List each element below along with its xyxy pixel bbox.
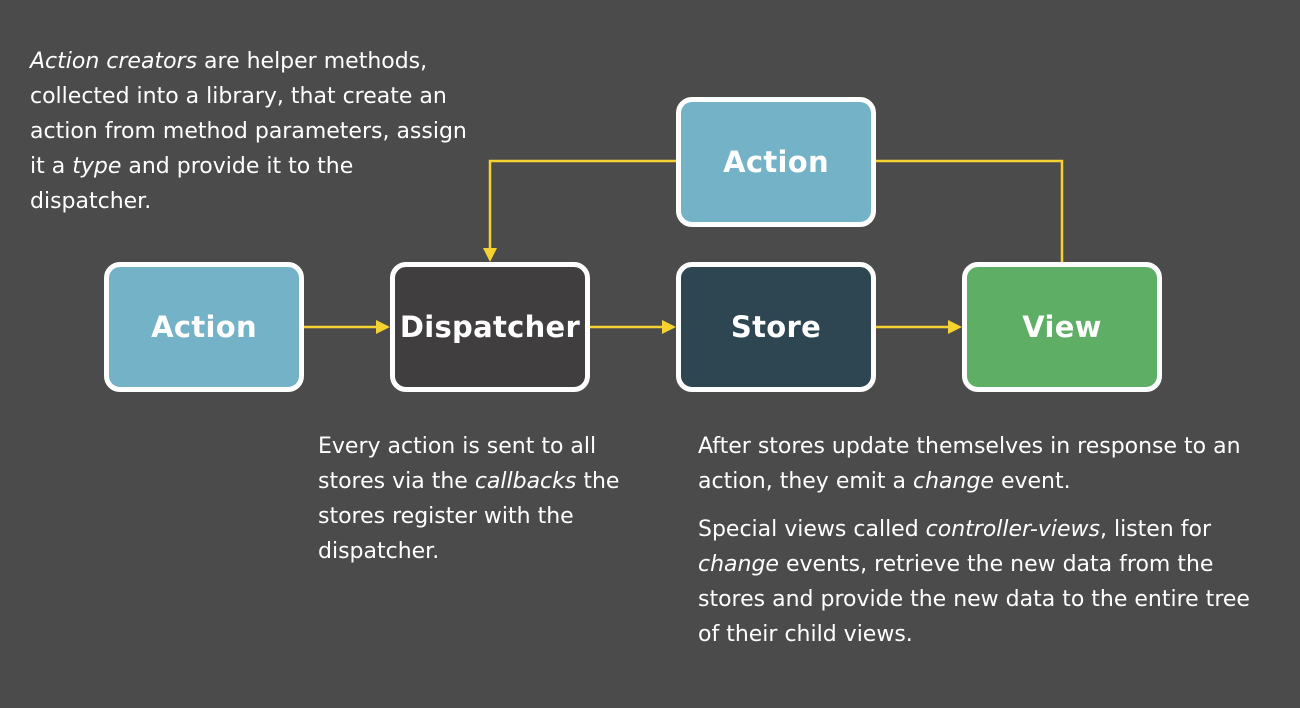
arrowhead-action-to-dispatcher [376,320,390,334]
store-note: After stores update themselves in respon… [698,429,1278,652]
callbacks-emphasis: callbacks [474,469,577,494]
arrow-action-top-to-dispatcher [488,159,676,250]
arrowhead-store-to-view [948,320,962,334]
controller-views-text-3: events, retrieve the new data from the s… [698,552,1250,647]
dispatcher-label: Dispatcher [399,310,581,344]
type-emphasis: type [72,154,122,179]
controller-views-text-1: Special views called [698,517,926,542]
dispatcher-note-text-1: Every action is sent to all stores via t… [318,434,597,494]
action-top-node: Action [676,97,876,227]
arrowhead-dispatcher-to-store [662,320,676,334]
arrowhead-action-top-to-dispatcher [483,248,497,262]
view-node: View [962,262,1162,392]
store-label: Store [730,310,822,344]
dispatcher-note-text-2: the stores register with the dispatcher. [318,469,620,564]
store-note-text-1: After stores update themselves in respon… [698,434,1241,494]
change-events-emphasis: change [698,552,779,577]
action-creators-text-1: are helper methods, collected into a lib… [30,49,467,179]
action-label: Action [151,310,257,344]
controller-views-emphasis: controller-views [925,517,1100,542]
store-node: Store [676,262,876,392]
view-label: View [1022,310,1102,344]
action-creators-text-2: and provide it to the dispatcher. [30,154,354,214]
action-node: Action [104,262,304,392]
controller-views-text-2: , listen for [1099,517,1211,542]
action-creators-note: Action creators are helper methods, coll… [30,44,470,219]
change-emphasis: change [913,469,994,494]
action-top-label: Action [723,145,829,179]
dispatcher-note: Every action is sent to all stores via t… [318,429,658,569]
action-creators-emphasis: Action creators [30,49,198,74]
store-note-text-2: event. [993,469,1071,494]
dispatcher-node: Dispatcher [390,262,590,392]
arrow-view-to-action-top [876,159,1064,262]
controller-views-note: Special views called controller-views, l… [698,512,1278,652]
